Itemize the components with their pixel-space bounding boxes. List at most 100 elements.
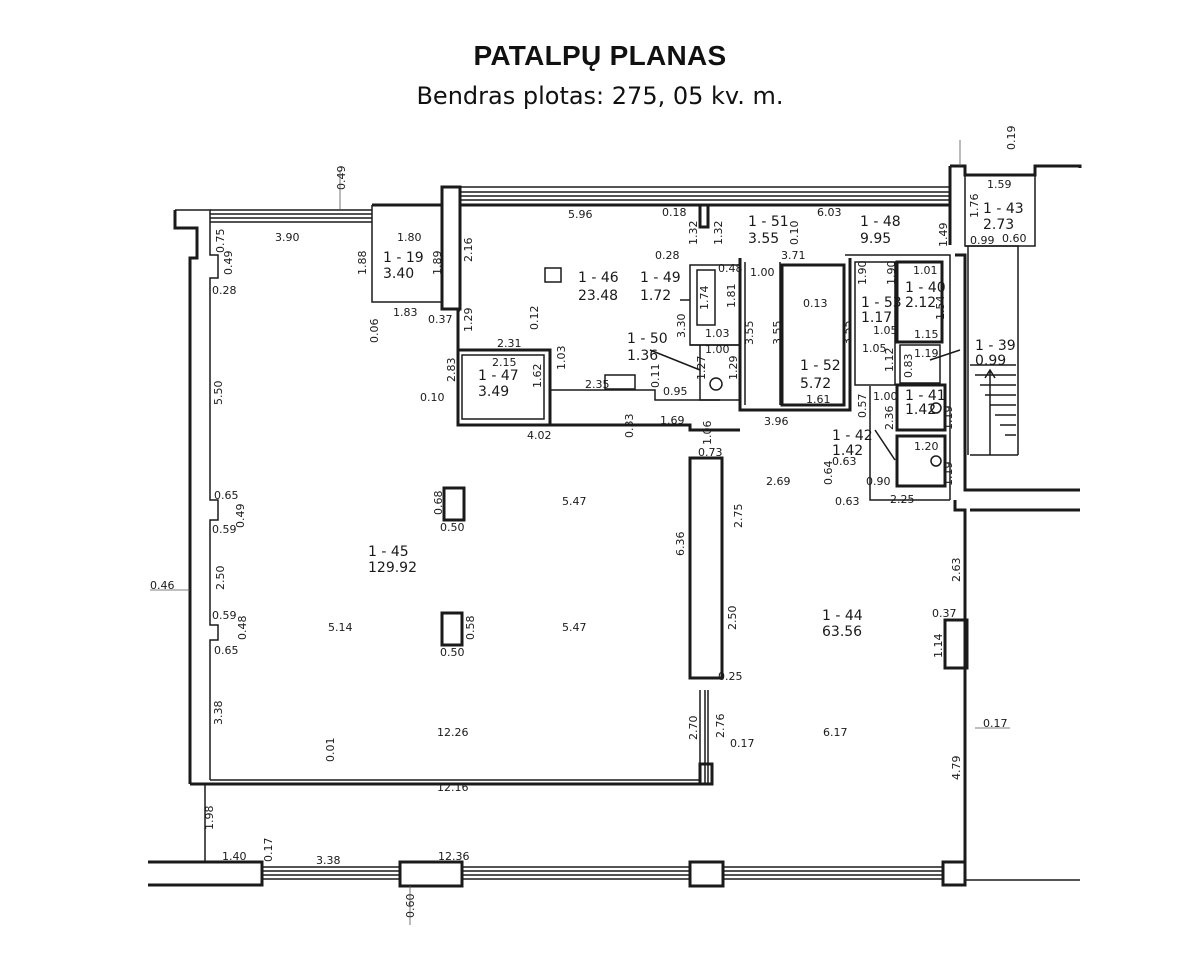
room-1-45-id: 1 - 45 (368, 544, 409, 560)
dimension-label: 0.49 (335, 166, 348, 191)
dimension-label: 0.65 (214, 489, 239, 502)
dimension-label: 12.26 (437, 726, 469, 739)
room-1-42-area: 1.42 (832, 443, 863, 459)
dimension-label: 0.49 (222, 251, 235, 276)
dimension-label: 0.60 (404, 894, 417, 919)
room-1-42-id: 1 - 42 (832, 428, 873, 444)
dimension-label: 1.06 (701, 421, 714, 446)
dimension-label: 0.25 (718, 670, 743, 683)
dimension-label: 0.06 (368, 319, 381, 344)
room-1-19-id: 1 - 19 (383, 250, 424, 266)
room-1-44-area: 63.56 (822, 624, 862, 640)
dimension-label: 0.10 (420, 391, 445, 404)
dimension-label: 1.54 (934, 296, 947, 321)
room-1-52-id: 1 - 52 (800, 358, 841, 374)
dimension-label: 0.68 (432, 491, 445, 516)
room-1-49-id: 1 - 49 (640, 270, 681, 286)
dimension-label: 1.00 (705, 343, 730, 356)
room-1-50-area: 1.36 (627, 348, 658, 364)
dimension-label: 3.90 (275, 231, 300, 244)
dimension-label: 0.57 (856, 394, 869, 419)
dimension-label: 1.03 (705, 327, 730, 340)
dimension-label: 0.63 (832, 455, 857, 468)
dimension-label: 3.55 (841, 321, 854, 346)
dimension-label: 0.28 (655, 249, 680, 262)
dimension-label: 1.05 (873, 324, 898, 337)
dimension-label: 3.38 (316, 854, 341, 867)
room-1-43-id: 1 - 43 (983, 201, 1024, 217)
dimension-label: 1.19 (942, 406, 955, 431)
dimension-label: 1.80 (397, 231, 422, 244)
dimension-label: 5.96 (568, 208, 593, 221)
room-1-47-id: 1 - 47 (478, 368, 519, 384)
dimension-label: 1.90 (885, 261, 898, 286)
dimension-label: 2.75 (732, 504, 745, 529)
dimension-label: 2.76 (714, 714, 727, 739)
dimension-label: 1.12 (883, 348, 896, 373)
room-1-53-id: 1 - 53 (861, 295, 902, 311)
dimension-label: 0.59 (212, 609, 237, 622)
dimension-label: 0.83 (902, 354, 915, 379)
dimension-label: 1.19 (914, 347, 939, 360)
dimension-label: 1.69 (660, 414, 685, 427)
dimension-label: 0.63 (835, 495, 860, 508)
dimension-label: 0.01 (324, 738, 337, 763)
dimension-label: 6.36 (674, 532, 687, 557)
dimension-label: 4.02 (527, 429, 552, 442)
dimension-label: 2.69 (766, 475, 791, 488)
dimension-label: 0.12 (528, 306, 541, 331)
dimension-label: 3.71 (781, 249, 806, 262)
dimension-label: 0.73 (698, 446, 723, 459)
dimension-label: 5.50 (212, 381, 225, 406)
dimension-label: 1.00 (750, 266, 775, 279)
plan-title: PATALPŲ PLANAS (473, 40, 727, 71)
dimension-label: 1.32 (712, 221, 725, 246)
dimension-label: 5.14 (328, 621, 353, 634)
dimension-label: 1.27 (695, 356, 708, 381)
dimension-label: 2.36 (883, 406, 896, 431)
dimension-label: 1.29 (462, 308, 475, 333)
dimension-label: 0.18 (662, 206, 687, 219)
room-1-45-area: 129.92 (368, 560, 417, 576)
dimension-label: 2.15 (492, 356, 517, 369)
dimension-label: 0.90 (866, 475, 891, 488)
walls (148, 164, 1082, 888)
room-1-43-area: 2.73 (983, 217, 1014, 233)
dimension-label: 3.30 (675, 314, 688, 339)
dimension-label: 0.50 (440, 521, 465, 534)
dimension-label: 2.35 (585, 378, 610, 391)
dimension-label: 1.29 (727, 356, 740, 381)
dimension-label: 1.62 (531, 364, 544, 389)
room-1-51-area: 3.55 (748, 231, 779, 247)
dimension-label: 3.38 (212, 701, 225, 726)
room-1-52-area: 5.72 (800, 376, 831, 392)
room-1-41-area: 1.42 (905, 402, 936, 418)
room-1-46-area: 23.48 (578, 288, 618, 304)
dimension-label: 0.17 (730, 737, 755, 750)
dimension-label: 2.83 (445, 358, 458, 383)
dimension-label: 0.59 (212, 523, 237, 536)
dimension-label: 0.64 (822, 461, 835, 486)
room-1-49-area: 1.72 (640, 288, 671, 304)
dimension-label: 3.55 (771, 321, 784, 346)
dimension-label: 0.60 (1002, 232, 1027, 245)
dimension-label: 0.58 (464, 616, 477, 641)
dimension-label: 0.28 (212, 284, 237, 297)
dimension-label: 2.16 (462, 238, 475, 263)
dimension-label: 12.36 (438, 850, 470, 863)
dimension-label: 1.76 (968, 194, 981, 219)
dimension-label: 0.13 (803, 297, 828, 310)
dimension-label: 0.11 (649, 364, 662, 389)
dimension-label: 1.14 (932, 634, 945, 659)
dimension-label: 3.55 (743, 321, 756, 346)
dimension-label: 1.98 (203, 806, 216, 831)
dimension-label: 12.16 (437, 781, 469, 794)
dimension-label: 0.48 (718, 262, 743, 275)
dimension-label: 1.74 (698, 286, 711, 311)
dimension-label: 0.37 (428, 313, 453, 326)
dimension-labels: 0.49 0.19 1.59 1.76 5.96 0.18 6.03 1.32 … (150, 126, 1027, 919)
dimension-label: 1.03 (555, 346, 568, 371)
dimension-label: 0.99 (970, 234, 995, 247)
dimension-label: 0.37 (932, 607, 957, 620)
